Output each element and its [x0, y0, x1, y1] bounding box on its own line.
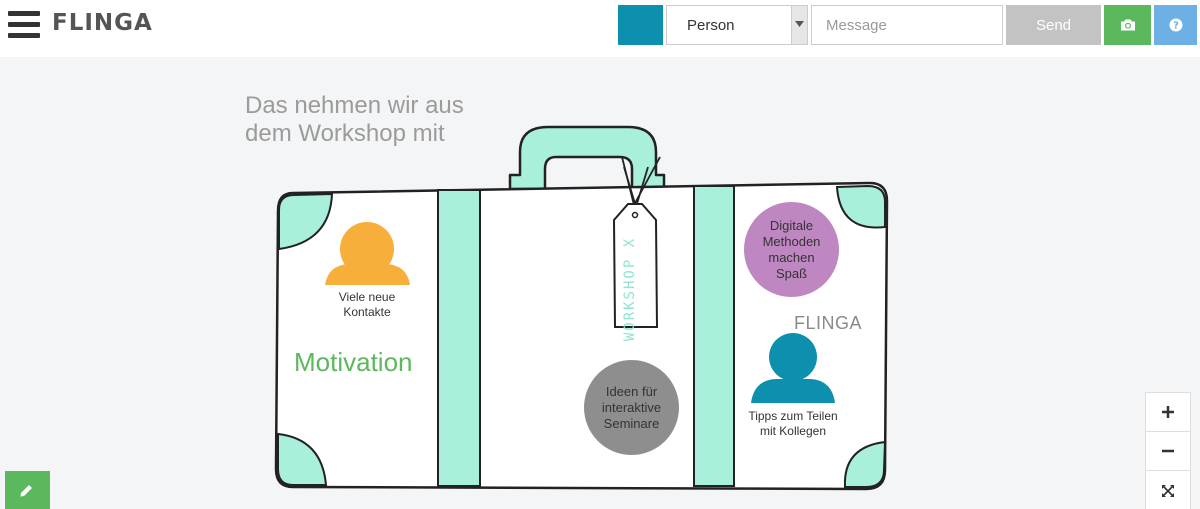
plus-icon	[1162, 406, 1174, 418]
board-canvas[interactable]: Das nehmen wir aus dem Workshop mit WORK…	[0, 57, 1200, 509]
contacts-line-1: Viele neue	[338, 290, 396, 304]
top-bar: FLINGA Person Send ?	[0, 0, 1200, 57]
workshop-tag-label: WORKSHOP X	[622, 236, 638, 342]
digital-line-2: Methoden	[762, 233, 821, 249]
fullscreen-button[interactable]	[1146, 471, 1190, 509]
question-icon: ?	[1169, 18, 1182, 32]
camera-button[interactable]	[1104, 5, 1151, 45]
camera-icon	[1120, 19, 1135, 31]
sharing-tips-post[interactable]: Tipps zum Teilen mit Kollegen	[738, 409, 848, 439]
person-select-value: Person	[687, 17, 735, 34]
flinga-post[interactable]: FLINGA	[794, 313, 863, 333]
svg-text:?: ?	[1173, 21, 1179, 32]
help-button[interactable]: ?	[1154, 5, 1197, 45]
seminar-ideas-post[interactable]: Ideen für interaktive Seminare	[584, 360, 679, 455]
ideas-line-2: interaktive	[601, 399, 662, 415]
message-input[interactable]	[811, 5, 1003, 45]
person-select[interactable]: Person	[666, 5, 808, 45]
digital-line-3: machen	[768, 249, 815, 265]
digital-line-4: Spaß	[775, 265, 808, 281]
chevron-down-icon	[791, 6, 807, 44]
digital-line-1: Digitale	[769, 217, 814, 233]
suitcase-illustration	[274, 125, 889, 491]
ideas-line-3: Seminare	[603, 415, 660, 431]
zoom-in-button[interactable]	[1146, 393, 1190, 432]
zoom-out-button[interactable]	[1146, 432, 1190, 471]
menu-icon[interactable]	[8, 11, 40, 39]
motivation-post[interactable]: Motivation	[294, 347, 413, 377]
sharing-line-1: Tipps zum Teilen	[748, 409, 838, 423]
app-logo: FLINGA	[52, 10, 153, 36]
digital-methods-post[interactable]: Digitale Methoden machen Spaß	[744, 202, 839, 297]
pencil-icon	[20, 485, 32, 497]
edit-button[interactable]	[5, 471, 50, 509]
headline-line-2: dem Workshop mit	[245, 120, 445, 147]
minus-icon	[1162, 449, 1174, 453]
expand-icon	[1162, 484, 1174, 497]
board-headline: Das nehmen wir aus dem Workshop mit	[245, 92, 464, 148]
ideas-line-1: Ideen für	[605, 383, 658, 399]
zoom-controls	[1145, 392, 1191, 509]
contacts-line-2: Kontakte	[343, 305, 391, 319]
contacts-post[interactable]: Viele neue Kontakte	[317, 290, 417, 320]
sharing-line-2: mit Kollegen	[759, 424, 827, 438]
color-swatch[interactable]	[618, 5, 663, 45]
send-button[interactable]: Send	[1006, 5, 1101, 45]
headline-line-1: Das nehmen wir aus	[245, 92, 464, 119]
